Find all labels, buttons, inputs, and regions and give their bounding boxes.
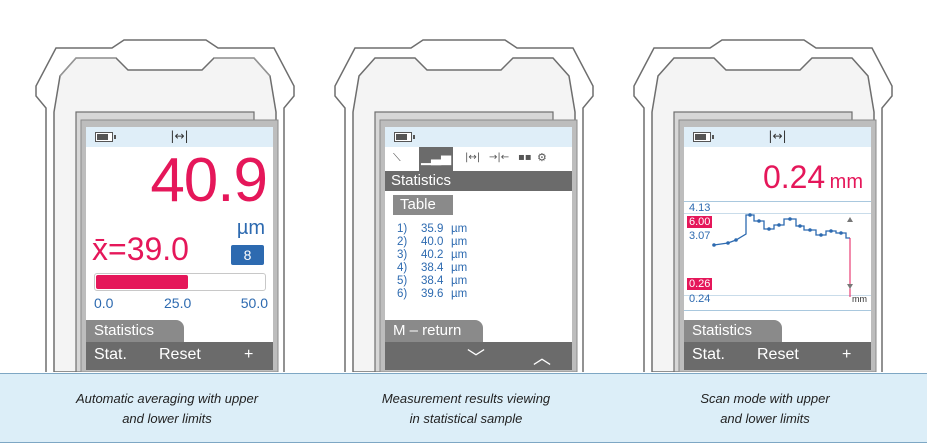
scale-max: 50.0 [240,295,268,311]
reset-button[interactable]: Reset [159,346,201,363]
y-label-top: 4.13 [689,202,711,214]
plus-button[interactable]: + [244,346,254,363]
chevron-up-icon[interactable]: ︿ [533,348,551,368]
statistics-tab[interactable]: Statistics [684,320,782,342]
menu-icon-row: ⟍ ▁▃▅ |↔| →|← ▪▪ ⚙ [385,147,572,172]
stat-button[interactable]: Stat. [94,346,127,363]
y-label-upper-limit: 6.00 [687,216,713,228]
device-screen: |↔| 0.24 mm 4.13 6.00 3.07 0.26 0.24 mm [684,127,871,370]
scan-graph: 4.13 6.00 3.07 0.26 0.24 mm [684,201,871,311]
grid-icon[interactable]: ▪▪ [518,152,532,163]
softkey-bar: Stat. Reset + [86,342,273,370]
device-statistics: ⟍ ▁▃▅ |↔| →|← ▪▪ ⚙ Statistics Table 1)35… [315,0,612,372]
caption-statistics: Measurement results viewing in statistic… [381,391,551,426]
chevron-down-icon[interactable]: ﹀ [467,348,485,368]
return-tab[interactable]: M – return [385,320,483,342]
lower-limit-line [684,295,871,296]
y-label-bottom: 0.24 [689,293,711,305]
progress-track [94,273,266,291]
caption-scan-mode: Scan mode with upper and lower limits [700,391,830,426]
scale-mid: 25.0 [164,295,192,311]
softkey-bar: Stat. Reset + [684,342,871,370]
mode-icon: |↔| [768,129,787,143]
battery-icon [394,132,415,142]
chart-icon[interactable]: ▁▃▅ [419,147,453,171]
plus-button[interactable]: + [842,346,852,363]
status-bar: |↔| [86,127,273,147]
width-icon[interactable]: |↔| [465,152,481,163]
reset-button[interactable]: Reset [757,346,799,363]
x-unit-label: mm [852,294,867,304]
softkey-bar: ﹀ ︿ [385,342,572,370]
battery-icon [693,132,714,142]
table-label: Table [393,195,453,215]
count-badge: 8 [231,245,264,265]
probe-icon[interactable]: ⟍ [393,151,401,164]
mode-icon: |↔| [170,129,189,143]
device-screen: ⟍ ▁▃▅ |↔| →|← ▪▪ ⚙ Statistics Table 1)35… [385,127,572,370]
upper-limit-line [684,213,871,214]
caption-band: Automatic averaging with upper and lower… [0,373,927,443]
status-bar: |↔| [684,127,871,147]
statistics-tab[interactable]: Statistics [86,320,184,342]
unit-label: µm [236,217,265,239]
gear-icon[interactable]: ⚙ [537,151,547,164]
stat-button[interactable]: Stat. [692,346,725,363]
narrow-icon[interactable]: →|← [489,152,510,163]
measurement-value: 0.24 mm [762,159,863,195]
mean-value: x̄=39.0 [92,231,189,267]
progress-fill [96,275,188,289]
caption-averaging: Automatic averaging with upper and lower… [75,391,259,426]
measurement-value: 40.9 [150,146,268,215]
y-label-lower-limit: 0.26 [687,278,713,290]
scale-min: 0.0 [94,295,114,311]
device-averaging: |↔| 40.9 µm x̄=39.0 8 0.0 25.0 50.0 Stat… [16,0,313,372]
y-label-mid: 3.07 [689,230,711,242]
scan-trace [712,213,853,297]
battery-icon [95,132,116,142]
statistics-header: Statistics [385,171,572,191]
status-bar [385,127,572,147]
device-scan-mode: |↔| 0.24 mm 4.13 6.00 3.07 0.26 0.24 mm [614,0,911,372]
device-screen: |↔| 40.9 µm x̄=39.0 8 0.0 25.0 50.0 Stat… [86,127,273,370]
